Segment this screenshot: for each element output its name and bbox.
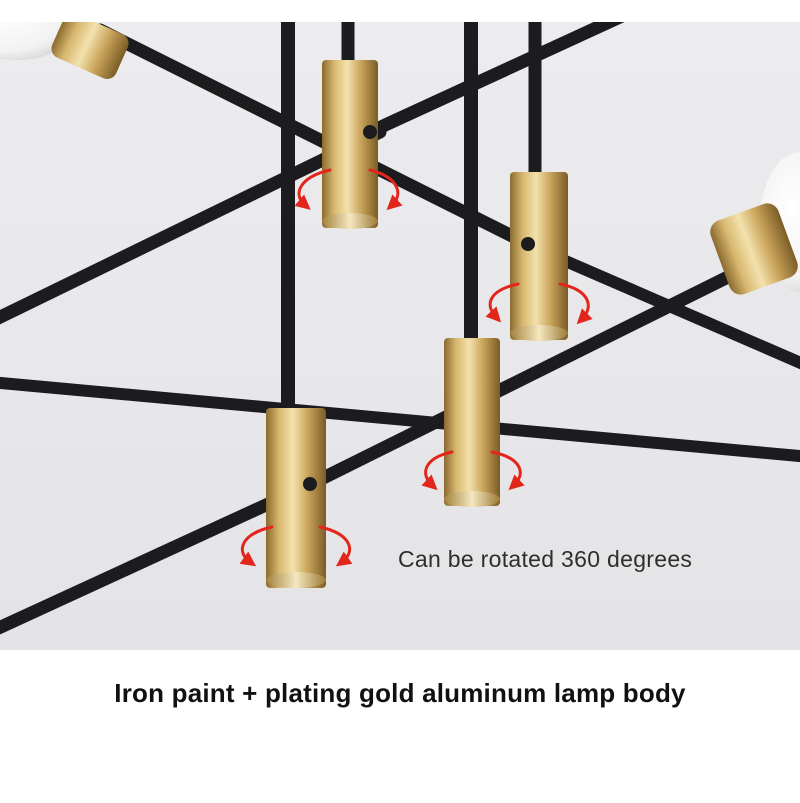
gold-lamp-body-1 [322,60,378,229]
material-caption: Iron paint + plating gold aluminum lamp … [114,678,686,708]
rotation-arrows [239,168,593,567]
rotation-callout: Can be rotated 360 degrees [398,546,693,572]
rotation-arrow-icon [368,168,403,211]
rotation-arrow-icon [294,168,332,210]
rotation-arrow-icon [318,525,353,567]
chandelier-photo [0,22,800,650]
rotation-arrow-icon [558,282,593,325]
bulb-right [710,152,800,295]
gold-lamp-body-4 [266,408,326,588]
rotation-arrow-icon [239,525,274,567]
rotation-arrow-icon [490,450,525,491]
photo-background [0,22,800,650]
gold-lamp-body-3 [444,338,500,507]
gold-lamp-body-2 [510,172,568,341]
rotation-arrow-icon [485,282,520,323]
rods [0,22,800,635]
rotation-arrow-icon [421,450,454,491]
bulb-left [0,22,129,79]
rod-end-caps [303,125,535,491]
